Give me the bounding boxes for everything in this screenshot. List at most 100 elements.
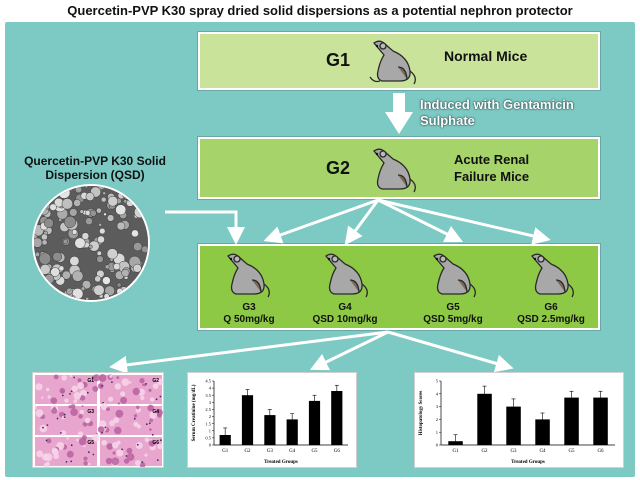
sem-particle — [73, 199, 81, 207]
y-tick-label: 2.5 — [205, 407, 211, 412]
sem-particle — [102, 191, 107, 196]
x-tick-label: G3 — [267, 449, 274, 454]
histology-tile: G6 — [100, 437, 163, 467]
treatment-group-g5: G5 QSD 5mg/kg — [408, 250, 498, 328]
histology-tile-label: G3 — [87, 409, 94, 415]
bar — [331, 391, 343, 445]
y-tick-label: 2 — [436, 417, 438, 422]
treatment-group-label: G3 — [242, 302, 256, 313]
bar — [308, 400, 321, 445]
qsd-title-line-2: Dispersion (QSD) — [45, 168, 145, 182]
x-tick-label: G4 — [539, 449, 546, 454]
qsd-title: Quercetin-PVP K30 Solid Dispersion (QSD) — [10, 154, 180, 182]
qsd-title-line-1: Quercetin-PVP K30 Solid — [24, 154, 166, 168]
treatment-groups-box: G3 Q 50mg/kg G4 QSD 10mg/kg G5 QSD — [198, 244, 600, 330]
sem-particle — [113, 262, 121, 271]
y-tick-label: 3 — [209, 400, 212, 405]
y-tick-label: 4.5 — [205, 379, 211, 384]
sem-particle — [63, 215, 77, 228]
y-tick-label: 4 — [436, 391, 439, 396]
sem-particle — [69, 208, 78, 217]
bar — [535, 419, 550, 445]
g1-label: Normal Mice — [444, 48, 528, 64]
sem-particle — [61, 270, 71, 280]
g2-box: G2 Acute Renal Failure Mice — [198, 137, 600, 199]
sem-particle — [58, 265, 65, 272]
sem-particle — [89, 209, 97, 217]
sem-particle — [80, 286, 86, 291]
sem-particle — [123, 199, 128, 204]
sem-particle — [52, 251, 62, 262]
induced-line-2: Sulphate — [420, 113, 475, 128]
sem-particle — [96, 255, 104, 263]
histology-tile: G3 — [34, 404, 98, 437]
x-tick-label: G6 — [334, 449, 341, 454]
sem-particle — [72, 270, 84, 282]
sem-particle — [85, 296, 90, 300]
x-tick-label: G2 — [244, 449, 251, 454]
sem-particle — [79, 209, 85, 214]
g2-label-line-2: Failure Mice — [454, 169, 530, 184]
sem-particle — [39, 264, 51, 275]
histology-tile-label: G1 — [87, 378, 94, 384]
x-axis-label: Treated Groups — [264, 460, 298, 465]
g2-group-label: G2 — [326, 158, 351, 178]
page-title: Quercetin-PVP K30 spray dried solid disp… — [67, 3, 573, 18]
sem-particle — [71, 295, 76, 300]
sem-particle — [96, 207, 102, 214]
x-axis-label: Treated Groups — [511, 460, 545, 465]
treatment-group-label: G6 — [544, 302, 558, 313]
g2-label-line-1: Acute Renal — [454, 152, 530, 167]
bar — [477, 393, 492, 445]
sem-particle — [62, 239, 68, 245]
sem-particle — [50, 267, 60, 277]
sem-particle — [106, 214, 115, 222]
g1-box: G1 Normal Mice — [198, 32, 600, 90]
histology-tile-label: G6 — [152, 440, 159, 446]
sem-particle — [132, 263, 142, 273]
bar — [506, 406, 521, 445]
sem-particle — [84, 186, 89, 189]
y-tick-label: 1 — [436, 430, 438, 435]
x-tick-label: G2 — [481, 449, 488, 454]
x-tick-label: G5 — [311, 449, 318, 454]
sem-particle — [34, 237, 43, 248]
x-tick-label: G5 — [568, 449, 575, 454]
histology-tile: G5 — [35, 434, 100, 467]
y-tick-label: 4 — [209, 386, 212, 391]
sem-particle — [94, 275, 102, 283]
y-axis-label: Histopatology Scores — [419, 391, 424, 436]
y-tick-label: 0 — [209, 443, 212, 448]
histology-tile-label: G5 — [87, 440, 94, 446]
mouse-icon — [227, 253, 270, 298]
sem-particle — [131, 229, 139, 238]
sem-particle — [116, 282, 122, 288]
sem-particle — [74, 237, 86, 249]
sem-particle — [106, 248, 118, 260]
x-tick-label: G1 — [452, 449, 459, 454]
y-tick-label: 3 — [436, 404, 439, 409]
sem-particle — [44, 203, 51, 210]
sem-particle — [133, 242, 143, 252]
sem-particle — [97, 235, 105, 244]
sem-particle — [102, 276, 111, 285]
treatment-dose-label: QSD 2.5mg/kg — [517, 314, 585, 325]
sem-particle — [85, 192, 95, 201]
sem-micrograph — [32, 184, 150, 302]
y-axis-label: Serum Creatinine (mg/dL) — [192, 384, 197, 441]
y-tick-label: 0.5 — [205, 435, 211, 440]
treatment-group-g6: G6 QSD 2.5mg/kg — [506, 250, 596, 328]
bar — [264, 415, 276, 445]
x-tick-label: G6 — [597, 449, 604, 454]
sem-particle — [43, 218, 54, 229]
treatment-dose-label: Q 50mg/kg — [223, 314, 275, 325]
treatment-group-g3: G3 Q 50mg/kg — [206, 250, 292, 328]
mouse-icon — [373, 148, 416, 193]
x-tick-label: G1 — [222, 449, 229, 454]
sem-particle — [96, 250, 102, 256]
